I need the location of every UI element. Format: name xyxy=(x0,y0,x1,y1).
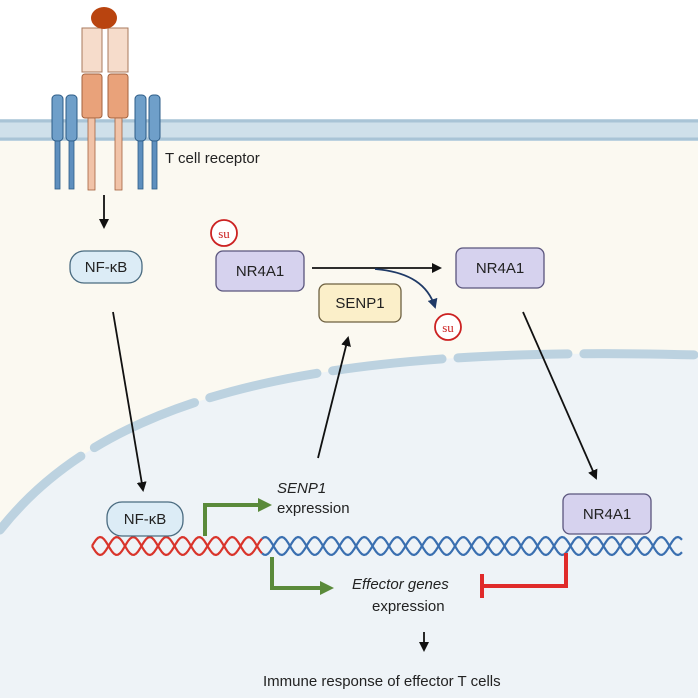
nuclear-envelope xyxy=(0,349,698,535)
activation-arrow-effector xyxy=(270,557,334,595)
nr4a1-nucleus-label: NR4A1 xyxy=(583,506,631,523)
dna-helix xyxy=(91,535,683,557)
antigen xyxy=(91,7,117,29)
arrow-nr4a1-to-nucleus xyxy=(522,311,598,480)
arrow-su-release xyxy=(374,268,438,309)
effector-expression-label: expression xyxy=(372,598,445,615)
su-right-label: su xyxy=(442,320,454,335)
sumo-tag-right: su xyxy=(434,313,462,341)
inhibition-line xyxy=(484,553,568,588)
nr4a1-desumoylated-node: NR4A1 xyxy=(455,247,545,289)
arrow-senp1-expression-to-protein xyxy=(317,336,351,459)
nfkb-nucleus-label: NF-κB xyxy=(124,511,167,528)
activation-arrow-senp1 xyxy=(203,498,272,536)
effector-genes-label: Effector genes xyxy=(352,576,449,593)
sumo-tag-left: su xyxy=(210,219,238,247)
nfkb-nucleus-node: NF-κB xyxy=(106,501,184,537)
nucleus xyxy=(0,353,698,698)
nr4a1-nucleus-node: NR4A1 xyxy=(562,493,652,535)
senp1-node: SENP1 xyxy=(318,283,402,323)
nr4a1-sumoylated-node: NR4A1 xyxy=(215,250,305,292)
arrow-nfkb-to-nucleus xyxy=(112,311,147,492)
plasma-membrane xyxy=(0,119,698,141)
senp1-label: SENP1 xyxy=(335,295,384,312)
nr4a1-left-label: NR4A1 xyxy=(236,263,284,280)
t-cell-receptor xyxy=(51,7,161,191)
nfkb-cytoplasm-node: NF-κB xyxy=(69,250,143,284)
senp1-expression-gene: SENP1 xyxy=(277,480,327,497)
su-left-label: su xyxy=(218,226,230,241)
nr4a1-right-label: NR4A1 xyxy=(476,260,524,277)
nfkb-cytoplasm-label: NF-κB xyxy=(85,259,128,276)
immune-response-label: Immune response of effector T cells xyxy=(263,673,501,690)
t-cell-receptor-label: T cell receptor xyxy=(165,150,260,167)
senp1-expression-word: expression xyxy=(277,500,350,517)
